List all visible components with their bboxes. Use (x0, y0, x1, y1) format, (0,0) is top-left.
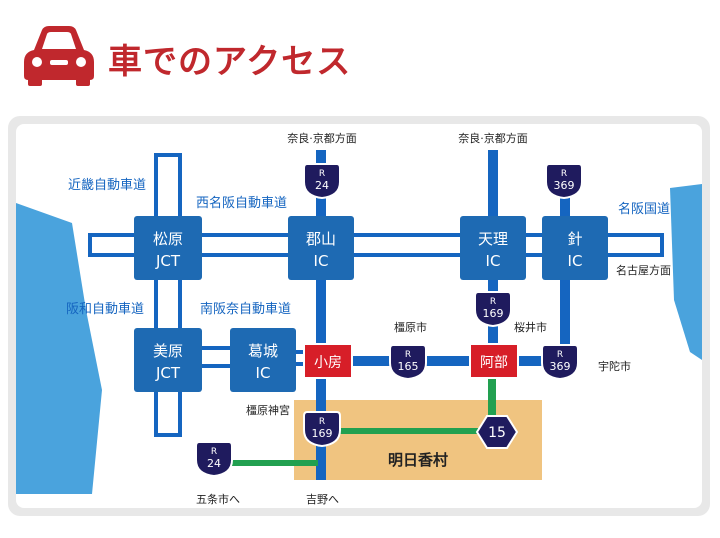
node-koriyama: 郡山 IC (288, 216, 354, 280)
dir-kashihara: 橿原市 (394, 320, 427, 334)
svg-text:24: 24 (207, 457, 221, 470)
svg-text:小房: 小房 (314, 355, 342, 371)
svg-text:阿部: 阿部 (480, 355, 508, 371)
car-icon (24, 26, 94, 86)
svg-text:165: 165 (398, 360, 419, 373)
label-minamihanna: 南阪奈自動車道 (200, 301, 291, 317)
svg-text:JCT: JCT (155, 252, 181, 270)
svg-text:JCT: JCT (155, 364, 181, 382)
svg-text:169: 169 (312, 427, 333, 440)
label-kinki: 近畿自動車道 (68, 178, 146, 193)
dir-kashihara-jingu: 橿原神宮 (246, 403, 290, 417)
green-roads (230, 376, 496, 466)
svg-text:IC: IC (314, 252, 329, 270)
route-24-top-icon: R24 (303, 163, 341, 200)
svg-text:R: R (490, 297, 496, 307)
svg-text:美原: 美原 (153, 342, 183, 360)
svg-text:369: 369 (550, 360, 571, 373)
label-nishimeihan: 西名阪自動車道 (196, 195, 287, 211)
pref-route-15-icon: 15 (475, 415, 519, 449)
water-left (16, 203, 102, 494)
dir-uda: 宇陀市 (598, 359, 631, 373)
svg-text:葛城: 葛城 (248, 342, 278, 360)
stop-obusa: 小房 (303, 343, 353, 379)
svg-text:R: R (319, 169, 325, 179)
dir-sakurai: 桜井市 (514, 320, 547, 334)
node-katsuragi: 葛城 IC (230, 328, 296, 392)
svg-text:IC: IC (568, 252, 583, 270)
svg-text:天理: 天理 (478, 230, 508, 248)
svg-text:169: 169 (483, 307, 504, 320)
svg-text:松原: 松原 (153, 230, 183, 248)
node-hari: 針 IC (542, 216, 608, 280)
node-mihara: 美原 JCT (134, 328, 202, 392)
dir-nara-kyoto-2: 奈良·京都方面 (458, 131, 528, 145)
svg-text:IC: IC (256, 364, 271, 382)
label-meihan: 名阪国道 (618, 201, 670, 217)
svg-text:R: R (557, 350, 563, 360)
svg-text:IC: IC (486, 252, 501, 270)
water-right (670, 184, 702, 360)
svg-text:R: R (561, 169, 567, 179)
svg-text:郡山: 郡山 (306, 230, 336, 248)
asuka-label: 明日香村 (388, 451, 448, 469)
svg-text:R: R (319, 417, 325, 427)
svg-text:R: R (211, 447, 217, 457)
dir-nara-kyoto-1: 奈良·京都方面 (287, 131, 357, 145)
label-hanwa: 阪和自動車道 (66, 302, 144, 317)
dir-yoshino: 吉野へ (306, 493, 339, 506)
page-title: 車でのアクセス (108, 42, 352, 82)
stop-abe: 阿部 (469, 343, 519, 379)
svg-text:15: 15 (488, 425, 506, 441)
node-tenri: 天理 IC (460, 216, 526, 280)
route-24-low-icon: R24 (195, 441, 233, 478)
dir-gojo: 五条市へ (196, 492, 240, 506)
svg-text:針: 針 (567, 230, 582, 248)
node-matsubara: 松原 JCT (134, 216, 202, 280)
svg-text:369: 369 (554, 179, 575, 192)
svg-text:24: 24 (315, 179, 329, 192)
svg-text:R: R (405, 350, 411, 360)
dir-nagoya: 名古屋方面 (616, 263, 671, 277)
